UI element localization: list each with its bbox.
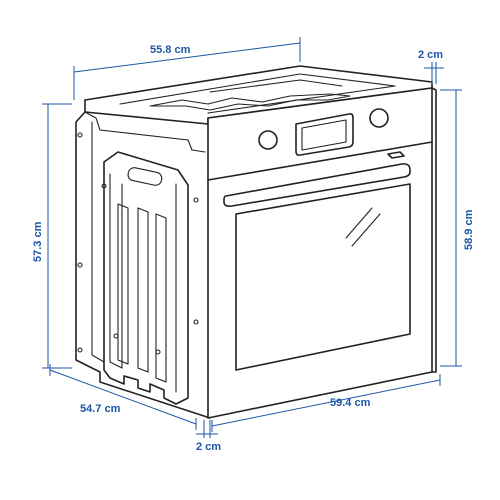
dimension-annotations: 55.8 cm 2 cm 57.3 cm 58.9 cm: [32, 37, 475, 453]
oven-door-latch: [387, 151, 405, 159]
oven-side-rail-front: [91, 121, 105, 363]
dimension-label-bottom-gap: 2 cm: [196, 441, 221, 453]
oven-side-screw-8: [101, 183, 107, 189]
oven-illustration: [75, 65, 437, 419]
dimension-label-bottom-width: 59.4 cm: [330, 397, 371, 409]
oven-control-panel-divider: [207, 141, 433, 181]
dimension-bottom-width: 59.4 cm: [211, 374, 441, 432]
oven-door-window: [235, 183, 411, 371]
dimension-bottom-depth: 54.7 cm: [49, 364, 197, 430]
oven-left-knob: [258, 130, 278, 150]
oven-side-panel: [103, 151, 189, 405]
oven-side-screw-6: [193, 319, 199, 325]
dimension-bottom-gap: 2 cm: [196, 420, 221, 453]
oven-side-inner-frame: [84, 111, 209, 125]
oven-display: [295, 113, 354, 156]
oven-side-screw-3: [77, 347, 83, 353]
oven-display-inner: [301, 119, 347, 151]
oven-window-glare-1: [345, 207, 373, 239]
oven-side-screw-2: [77, 262, 83, 268]
oven-side-screw-7: [193, 197, 199, 203]
oven-side-screw-4: [113, 333, 119, 339]
dimension-top-gap: 2 cm: [418, 49, 444, 84]
oven-top-vent: [149, 93, 351, 111]
dimension-top-width: 55.8 cm: [73, 37, 301, 100]
oven-side-channel-2: [117, 203, 129, 365]
dimension-label-top-width: 55.8 cm: [150, 44, 191, 56]
oven-side-screw-1: [77, 132, 83, 138]
dimension-label-top-gap: 2 cm: [418, 49, 443, 61]
oven-door-handle: [223, 163, 411, 207]
oven-side-top-brace: [84, 111, 206, 153]
dimension-label-bottom-depth: 54.7 cm: [80, 403, 121, 415]
oven-side-channel-3: [137, 207, 149, 373]
oven-side-handle-slot: [127, 167, 163, 186]
oven-top-ridge: [209, 79, 343, 93]
dimension-label-left-height: 57.3 cm: [32, 221, 44, 262]
oven-side-channel-1: [109, 173, 123, 369]
dimension-right-height: 58.9 cm: [440, 89, 475, 367]
dimension-left-height: 57.3 cm: [32, 103, 72, 369]
oven-side-screw-5: [155, 349, 161, 355]
dimension-label-right-height: 58.9 cm: [463, 209, 475, 250]
oven-right-knob: [369, 108, 389, 128]
oven-side-channel-4: [155, 213, 167, 383]
oven-front-edge: [431, 87, 437, 373]
oven-window-glare-2: [351, 213, 381, 247]
